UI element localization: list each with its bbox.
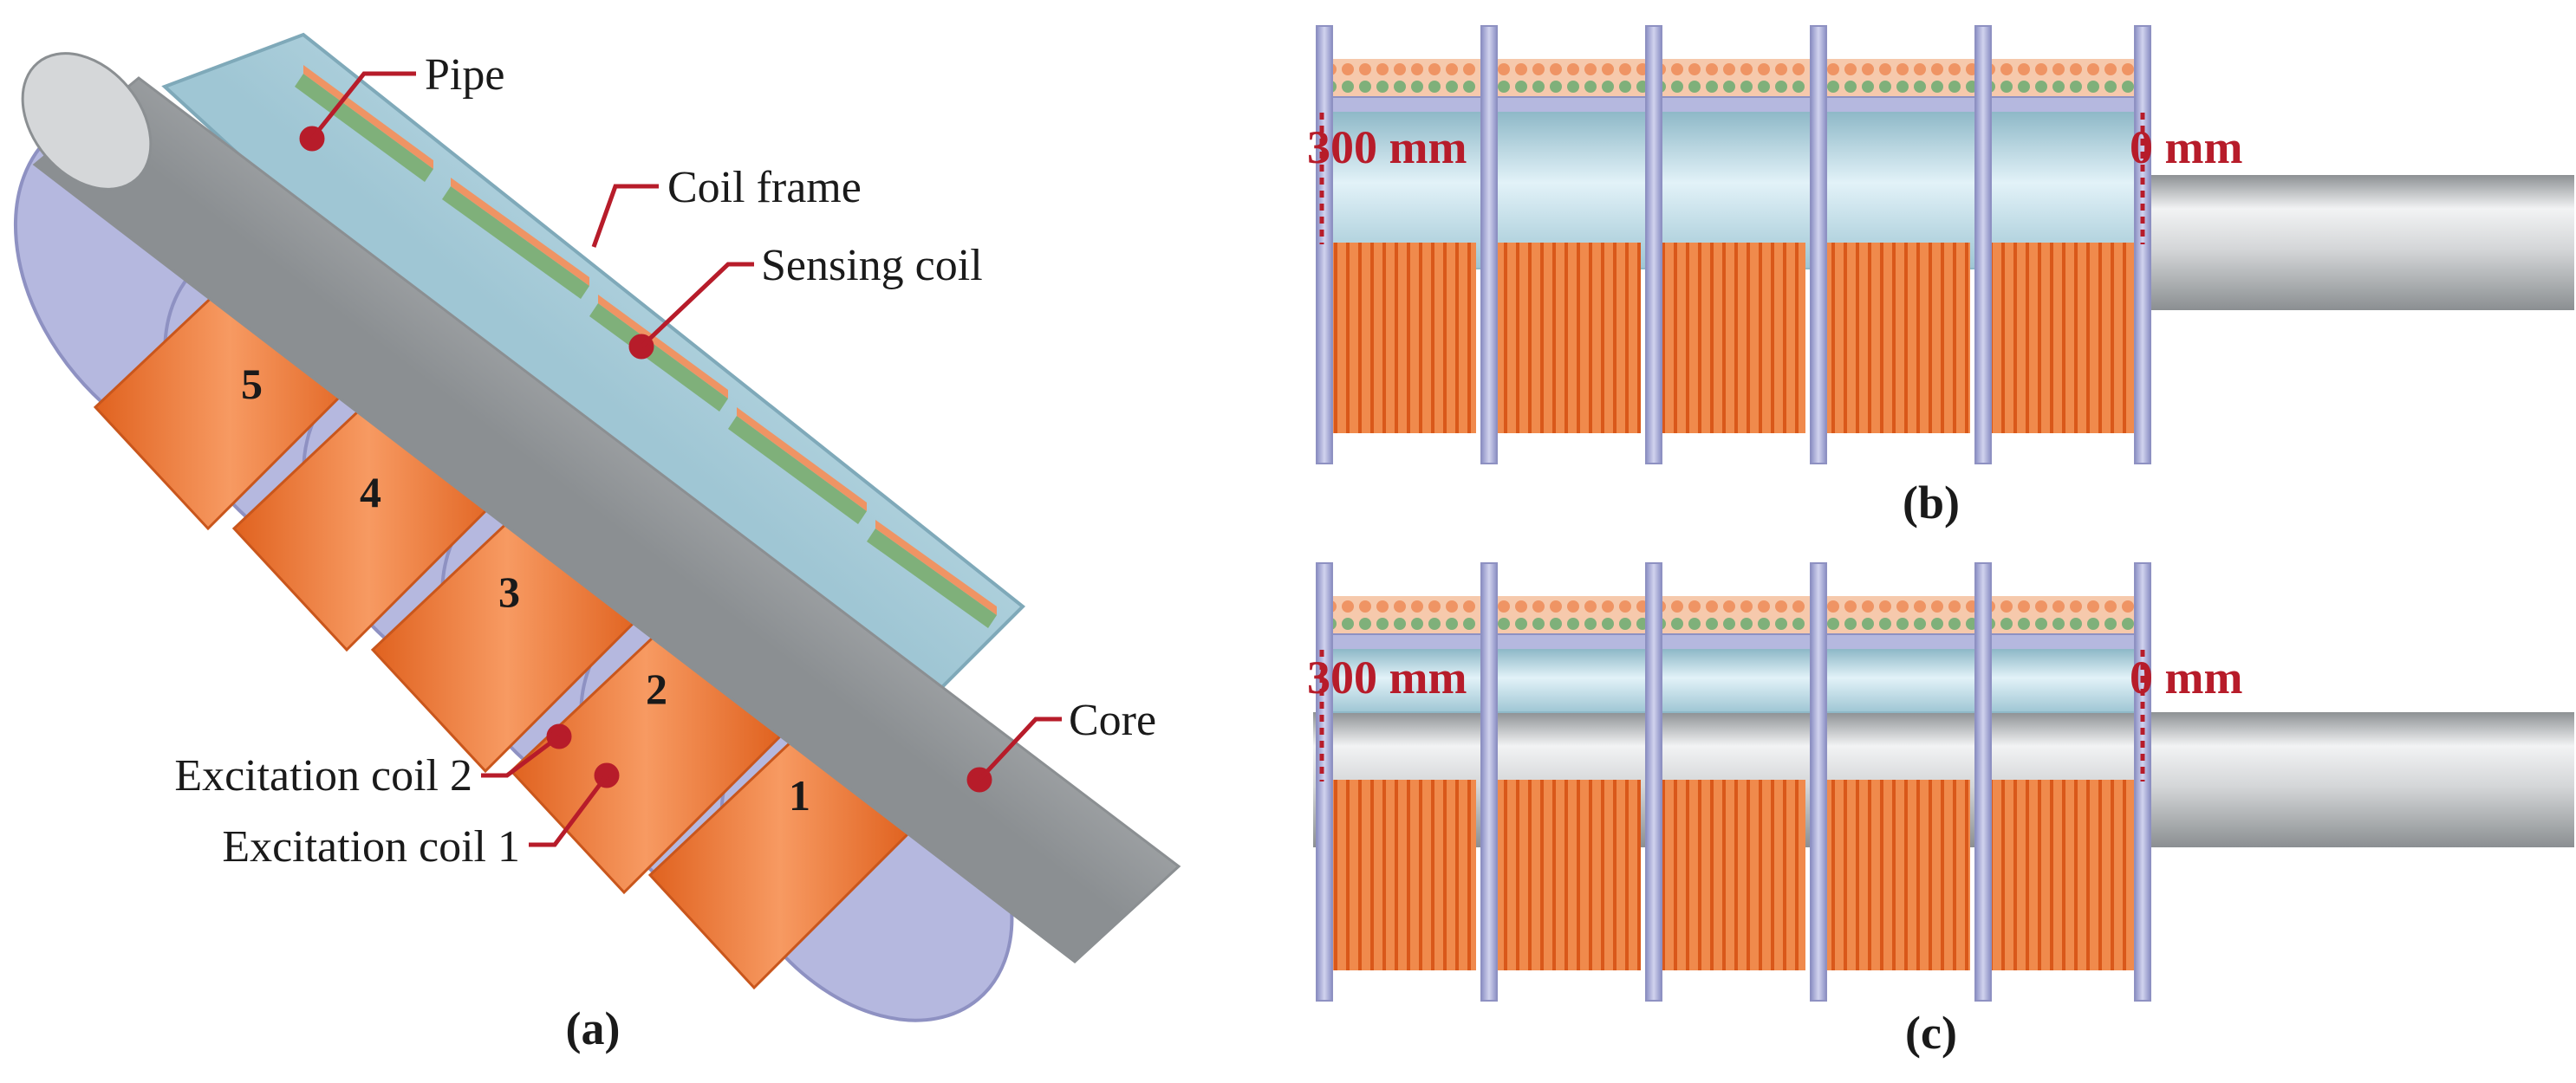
coil-number-2: 2: [646, 665, 667, 713]
panel-c-section: [1313, 562, 2574, 1002]
panel-a-assembly: [13, 32, 1181, 1022]
coil-number-3: 3: [498, 567, 520, 616]
position-300mm-b: 300 mm: [1307, 121, 1467, 173]
excitation-coil-2-label: Excitation coil 2: [174, 751, 472, 801]
coil-segment-c: [1332, 780, 1476, 970]
position-0mm-b: 0 mm: [2130, 121, 2242, 173]
pipe-label: Pipe: [425, 50, 504, 100]
caption-b: (b): [1903, 477, 1960, 529]
panel-b-section: [1316, 25, 2574, 464]
excitation-coils: [93, 257, 913, 990]
coil-number-4: 4: [360, 468, 381, 516]
excitation-coil-1-label: Excitation coil 1: [222, 822, 520, 872]
sensing-coil-windings: [295, 65, 997, 628]
pipe-section-c: [1321, 649, 2146, 713]
position-0mm-c: 0 mm: [2130, 652, 2242, 704]
coil-frame-label: Coil frame: [667, 163, 862, 212]
frame-separators-c: [1316, 562, 2151, 1002]
core-label: Core: [1069, 696, 1156, 745]
core-extension-b: [2141, 175, 2574, 310]
coil-number-5: 5: [241, 360, 263, 408]
coil-number-1: 1: [789, 771, 810, 820]
sensing-coil-label: Sensing coil: [761, 241, 983, 290]
frame-separators-b: [1316, 25, 2151, 464]
sensing-windings-b: [1322, 59, 2145, 97]
sensing-windings-c: [1322, 596, 2145, 634]
coil-segment-b: [1332, 243, 1476, 433]
caption-a: (a): [566, 1002, 621, 1054]
callouts: [299, 71, 1062, 847]
caption-c: (c): [1905, 1007, 1957, 1059]
position-300mm-c: 300 mm: [1307, 652, 1467, 704]
core-rod: [21, 52, 1181, 963]
